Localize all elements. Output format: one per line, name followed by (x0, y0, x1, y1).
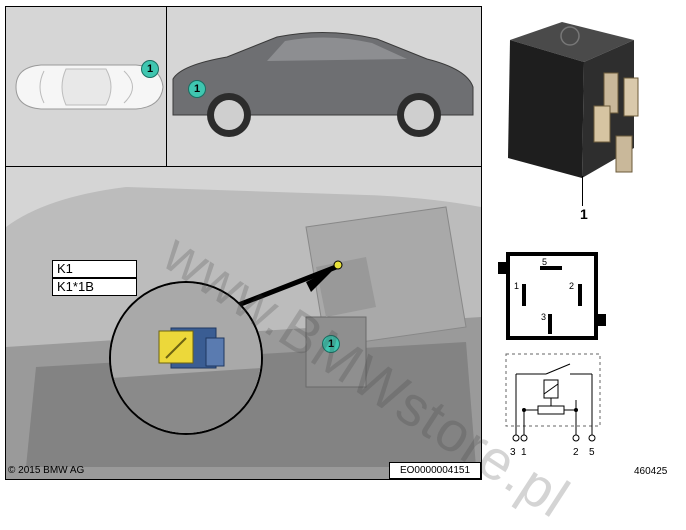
pin-1-label: 1 (514, 281, 520, 291)
pin-2-label: 2 (569, 281, 575, 291)
part-leader-line (582, 176, 583, 206)
zoom-detail-circle (109, 281, 263, 435)
top-view-panel: 1 (5, 6, 168, 168)
terminal-1-label: 1 (521, 447, 527, 458)
terminal-2-label: 2 (573, 447, 579, 458)
copyright-text: © 2015 BMW AG (8, 465, 85, 476)
k1-1b-label: K1*1B (52, 278, 137, 296)
reference-code-box: EO0000004151 (389, 462, 481, 479)
relay-closeup-illustration (111, 283, 261, 433)
location-marker: 1 (141, 60, 159, 78)
car-side-view-illustration (167, 7, 481, 167)
relay-photo (508, 22, 639, 178)
pin-5-label: 5 (542, 257, 548, 267)
trunk-view-panel: K1 K1*1B 1 © 2015 BMW AG EO0000004151 (5, 166, 482, 480)
part-number-label: 1 (580, 206, 588, 222)
k1-label: K1 (52, 260, 137, 278)
terminal-3-label: 3 (510, 447, 516, 458)
side-view-panel: 1 (166, 6, 482, 168)
car-top-view-illustration (6, 7, 167, 167)
terminal-5-label: 5 (589, 447, 595, 458)
location-marker: 1 (322, 335, 340, 353)
pin-3-label: 3 (541, 312, 547, 322)
relay-schematic (505, 353, 601, 442)
relay-pinout-diagram (498, 252, 606, 340)
diagram-id: 460425 (634, 466, 668, 477)
location-marker: 1 (188, 80, 206, 98)
